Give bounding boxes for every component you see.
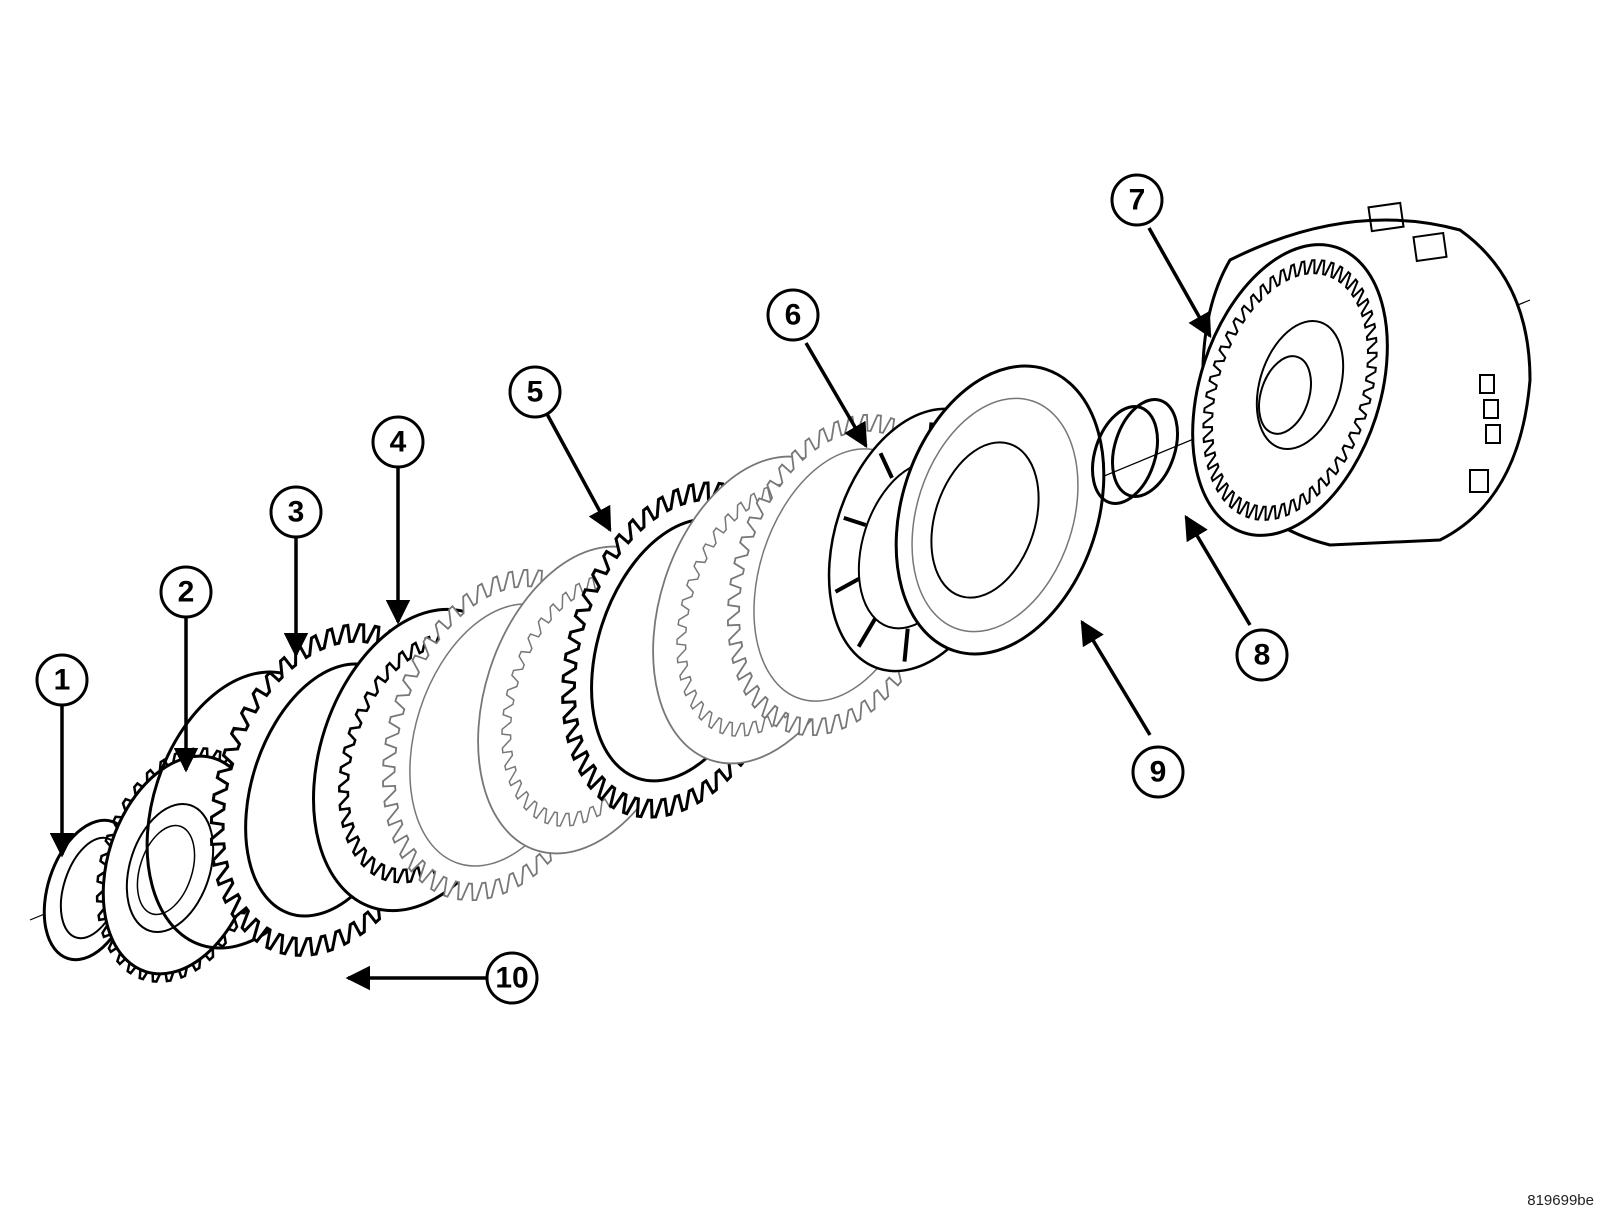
arrow-9 [1080, 619, 1152, 736]
svg-text:2: 2 [178, 576, 195, 609]
callout-7: 7 [1110, 173, 1164, 227]
svg-text:10: 10 [495, 962, 528, 995]
part-8-seal-rings [1091, 398, 1179, 505]
figure-id: 819699be [1527, 1192, 1594, 1209]
svg-text:9: 9 [1150, 756, 1167, 789]
arrow-7 [1147, 227, 1212, 339]
svg-text:7: 7 [1129, 184, 1146, 217]
spring-finger [902, 628, 910, 662]
callout-3: 3 [269, 485, 323, 539]
spring-finger [878, 452, 894, 479]
part-7-clutch-retainer [1191, 201, 1532, 547]
callout-5: 5 [508, 365, 562, 419]
svg-text:1: 1 [54, 664, 71, 697]
callout-6: 6 [766, 288, 820, 342]
part-9-piston [894, 364, 1106, 656]
svg-text:3: 3 [288, 496, 305, 529]
spring-finger [856, 617, 878, 648]
arrow-6 [804, 342, 868, 449]
svg-text:5: 5 [527, 376, 544, 409]
leader-arrows [49, 227, 1252, 991]
callout-1: 1 [35, 653, 89, 707]
arrow-5 [545, 413, 612, 533]
callout-9: 9 [1131, 745, 1185, 799]
arrow-8 [1184, 514, 1252, 626]
svg-text:8: 8 [1254, 639, 1271, 672]
callout-8: 8 [1235, 628, 1289, 682]
callout-4: 4 [371, 415, 425, 469]
svg-text:4: 4 [390, 426, 407, 459]
spring-finger [834, 576, 861, 594]
svg-text:6: 6 [785, 299, 802, 332]
spring-finger [843, 515, 867, 527]
callout-2: 2 [159, 565, 213, 619]
callout-10: 10 [485, 951, 539, 1005]
